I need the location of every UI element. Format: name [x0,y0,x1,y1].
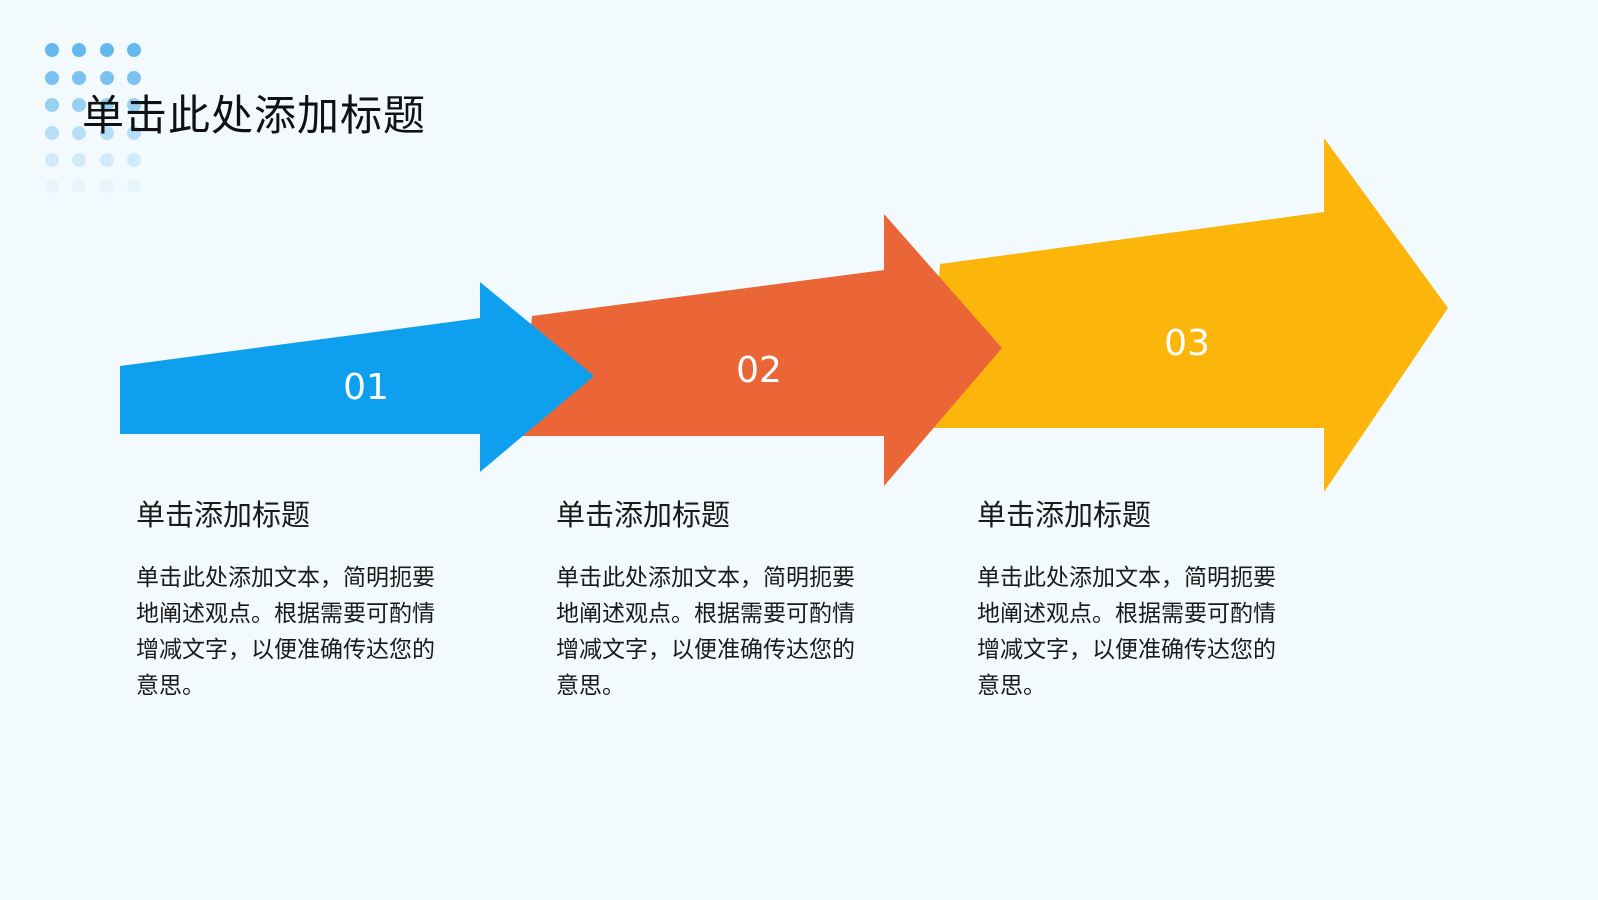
decor-dot [45,153,59,167]
decor-dot [127,98,141,112]
step-number-2: 02 [736,350,782,391]
step-heading-2[interactable]: 单击添加标题 [556,498,731,532]
decor-dot [127,179,141,193]
decor-dot [127,153,141,167]
step-column-2: 单击添加标题 单击此处添加文本，简明扼要地阐述观点。根据需要可酌情增减文字，以便… [556,492,876,704]
step-body-1[interactable]: 单击此处添加文本，简明扼要地阐述观点。根据需要可酌情增减文字，以便准确传达您的意… [136,565,435,699]
decor-dot [100,43,114,57]
step-number-1: 01 [343,367,389,408]
decor-dot [72,43,86,57]
decor-dot [72,153,86,167]
page-title[interactable]: 单击此处添加标题 [82,91,427,140]
step-heading-3[interactable]: 单击添加标题 [977,498,1152,532]
decor-dot [100,71,114,85]
decor-dot [100,153,114,167]
decor-dot [45,179,59,193]
decor-dot [127,126,141,140]
step-column-3: 单击添加标题 单击此处添加文本，简明扼要地阐述观点。根据需要可酌情增减文字，以便… [977,492,1297,704]
step-body-2[interactable]: 单击此处添加文本，简明扼要地阐述观点。根据需要可酌情增减文字，以便准确传达您的意… [556,565,855,699]
arrow-step-1[interactable] [120,282,594,472]
decor-dot [100,126,114,140]
decor-dot [127,71,141,85]
decor-dot [72,71,86,85]
step-column-1: 单击添加标题 单击此处添加文本，简明扼要地阐述观点。根据需要可酌情增减文字，以便… [136,492,456,704]
decor-dot [45,71,59,85]
decor-dot [72,126,86,140]
step-number-3: 03 [1164,323,1210,364]
decor-dot [127,43,141,57]
decor-dot [72,98,86,112]
step-body-3[interactable]: 单击此处添加文本，简明扼要地阐述观点。根据需要可酌情增减文字，以便准确传达您的意… [977,565,1276,699]
decor-dot [72,179,86,193]
arrow-step-3[interactable] [928,138,1448,492]
decor-dot [45,126,59,140]
arrow-step-2[interactable] [520,214,1002,486]
step-heading-1[interactable]: 单击添加标题 [136,498,311,532]
decor-dot [100,98,114,112]
decor-dot [100,179,114,193]
decor-dot [45,43,59,57]
decor-dot [45,98,59,112]
dot-grid-icon [45,43,141,193]
